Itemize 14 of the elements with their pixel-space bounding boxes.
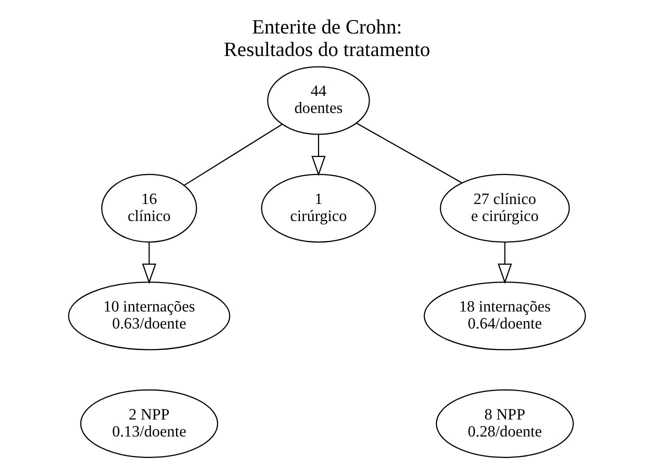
node-ellipse: 44 doentes — [267, 66, 370, 135]
arrow — [142, 242, 156, 284]
node-ellipse: 1 cirúrgico — [261, 174, 376, 243]
node-ellipse: 27 clínico e cirúrgico — [440, 174, 570, 243]
node-ellipse: 2 NPP 0.13/doente — [80, 389, 218, 458]
connector — [184, 124, 282, 186]
arrow — [311, 134, 326, 176]
connector — [356, 122, 462, 184]
arrow — [498, 242, 512, 284]
node-ellipse: 10 internações 0.63/doente — [68, 282, 230, 350]
diagram-title: Enterite de Crohn: Resultados do tratamento — [224, 16, 430, 62]
node-ellipse: 16 clínico — [101, 174, 198, 243]
node-ellipse: 18 internações 0.64/doente — [424, 282, 586, 350]
node-ellipse: 8 NPP 0.28/doente — [436, 389, 574, 458]
